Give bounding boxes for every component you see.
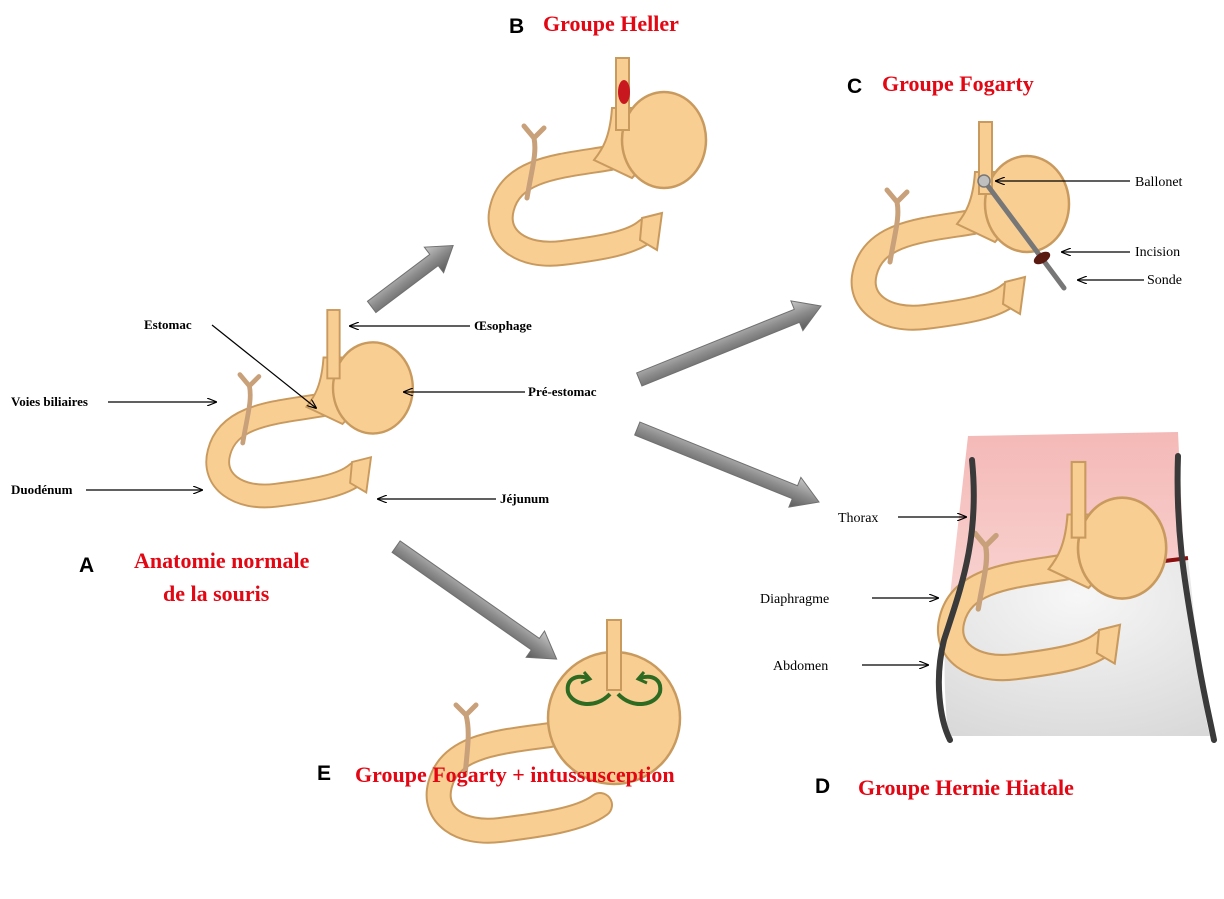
panel-b-letter: B bbox=[509, 15, 524, 38]
arrow-a-to-d bbox=[631, 414, 825, 517]
panel-b-organ bbox=[501, 58, 706, 254]
panel-a-title-line1: Anatomie normale bbox=[134, 548, 310, 573]
panel-c-letter: C bbox=[847, 75, 862, 98]
label-sonde: Sonde bbox=[1147, 273, 1182, 288]
panel-e-letter: E bbox=[317, 762, 331, 785]
panel-a-title-line2: de la souris bbox=[163, 581, 270, 606]
panel-c-organ bbox=[864, 122, 1069, 318]
label-ballonet: Ballonet bbox=[1135, 175, 1183, 190]
panel-d-title: Groupe Hernie Hiatale bbox=[858, 775, 1074, 800]
label-voies-biliaires: Voies biliaires bbox=[11, 394, 88, 409]
panel-d-letter: D bbox=[815, 775, 830, 798]
label-thorax: Thorax bbox=[838, 511, 878, 526]
label-estomac: Estomac bbox=[144, 317, 192, 332]
panel-e-organ bbox=[439, 620, 680, 831]
label-oesophage: Œsophage bbox=[474, 318, 532, 333]
arrow-a-to-c bbox=[633, 291, 827, 394]
label-pre-estomac: Pré-estomac bbox=[528, 384, 597, 399]
label-duodenum: Duodénum bbox=[11, 482, 73, 497]
panel-e-title: Groupe Fogarty + intussusception bbox=[355, 762, 675, 787]
panel-a-organ bbox=[218, 310, 413, 496]
fogarty-balloon bbox=[978, 175, 990, 187]
label-abdomen: Abdomen bbox=[773, 659, 828, 674]
arrow-a-to-e bbox=[387, 534, 566, 673]
label-diaphragme: Diaphragme bbox=[760, 592, 829, 607]
panel-c-title: Groupe Fogarty bbox=[882, 71, 1034, 96]
panel-b-title: Groupe Heller bbox=[543, 11, 679, 36]
label-incision: Incision bbox=[1135, 245, 1180, 260]
panel-a-letter: A bbox=[79, 554, 94, 577]
label-jejunum: Jéjunum bbox=[500, 491, 549, 506]
panel-d-scene bbox=[939, 432, 1214, 740]
heller-myotomy-mark bbox=[618, 80, 630, 104]
panel-d-annotations: Thorax Diaphragme Abdomen bbox=[760, 511, 966, 674]
arrow-a-to-b bbox=[362, 233, 463, 320]
